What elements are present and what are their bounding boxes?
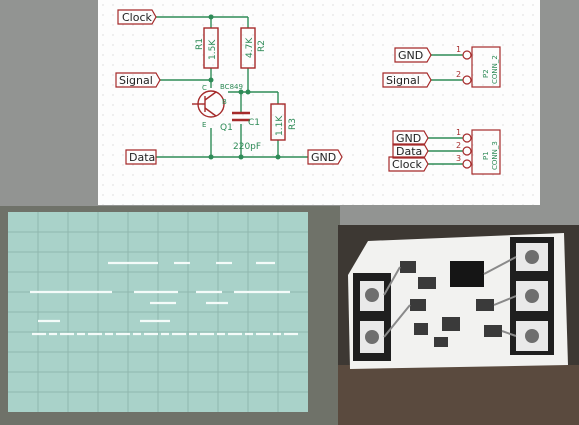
q1-ref: Q1 [220, 123, 233, 133]
r2-value: 4.7K [245, 37, 255, 58]
resistor-r3 [270, 103, 286, 141]
p1-pin-3: 3 [456, 154, 461, 163]
signal-label [115, 72, 161, 88]
clock-label-text: Clock [122, 11, 153, 24]
pcb-board [338, 225, 579, 425]
oscilloscope-photo [0, 206, 340, 425]
p1-net-3: Clock [392, 158, 423, 171]
pcb-photo [338, 225, 579, 425]
scope-traces [30, 261, 298, 336]
q1-part: BC849 [220, 83, 243, 91]
p1-ref: P1 [482, 151, 490, 160]
p1-pin-1: 1 [456, 128, 461, 137]
p1-gnd-label [392, 130, 429, 146]
q1-pin-b: B [222, 98, 227, 106]
clock-label [117, 9, 157, 25]
connector-p1 [471, 129, 501, 175]
p2-gnd-label [394, 47, 432, 63]
c1-ref: C1 [248, 118, 260, 128]
gnd-label-text: GND [311, 151, 336, 164]
resistor-r1 [203, 27, 219, 69]
data-label-text: Data [129, 151, 155, 164]
p2-name: CONN_2 [491, 55, 499, 84]
r3-ref: R3 [288, 118, 298, 130]
signal-label-text: Signal [119, 74, 153, 87]
p2-net-2: Signal [386, 74, 420, 87]
p2-pin-2: 2 [456, 70, 461, 79]
p1-net-1: GND [396, 132, 421, 145]
r3-value: 1.1K [275, 115, 285, 136]
oscilloscope-screen [0, 206, 340, 425]
resistor-r2 [240, 27, 256, 69]
p2-net-1: GND [398, 49, 423, 62]
junctions [208, 14, 281, 160]
transistor-package [450, 261, 484, 287]
p1-clock-label [388, 156, 429, 172]
q1-pin-e: E [202, 121, 206, 129]
capacitor-c1 [232, 111, 250, 122]
data-label [125, 149, 157, 165]
p1-pin-2: 2 [456, 141, 461, 150]
r2-ref: R2 [257, 40, 267, 52]
p1-net-2: Data [396, 145, 422, 158]
connector-p2 [471, 46, 501, 88]
p2-signal-label [382, 72, 432, 88]
c1-value: 220pF [233, 142, 261, 152]
schematic-diagram: R1 1.5K 4.7K R2 1.1K R3 C1 220pF Q1 BC84… [115, 9, 501, 175]
p2-ref: P2 [482, 69, 490, 78]
r1-ref: R1 [195, 38, 205, 50]
p1-data-label [392, 143, 429, 159]
p2-pin-1: 1 [456, 45, 461, 54]
q1-pin-c: C [202, 84, 207, 92]
gnd-label [307, 149, 343, 165]
r1-value: 1.5K [208, 39, 218, 60]
p1-name: CONN_3 [491, 141, 499, 170]
schematic-panel: R1 1.5K 4.7K R2 1.1K R3 C1 220pF Q1 BC84… [98, 0, 540, 205]
